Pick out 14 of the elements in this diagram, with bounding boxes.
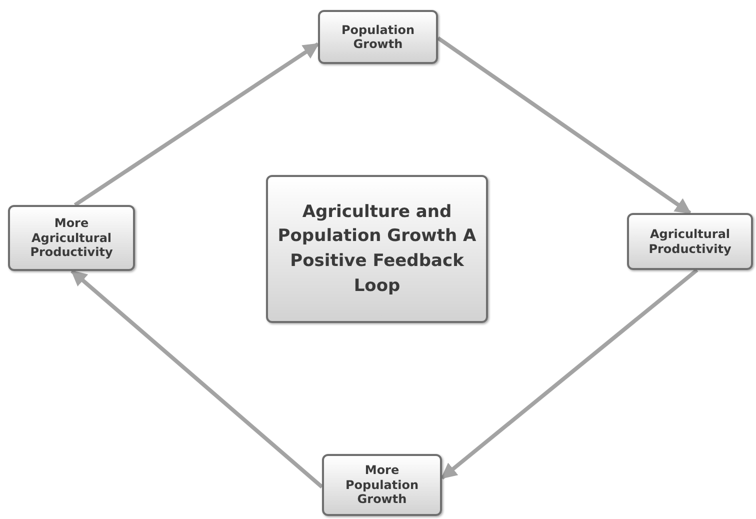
box-label: More Agricultural Productivity	[29, 216, 114, 260]
process-box	[8, 205, 135, 271]
process-box	[627, 213, 753, 270]
process-box	[322, 454, 442, 516]
box-label: Agriculture and Population Growth A Positive Feedback Loop	[276, 200, 478, 298]
box-label: More Population Growth	[344, 463, 420, 507]
box-label: Agricultural Productivity	[648, 227, 732, 256]
arrow	[440, 268, 698, 480]
process-box	[318, 10, 438, 64]
arrow	[74, 42, 320, 207]
title-box	[266, 175, 488, 323]
box-label: Population Growth	[340, 22, 416, 52]
arrow	[436, 36, 692, 215]
arrow	[70, 269, 324, 489]
